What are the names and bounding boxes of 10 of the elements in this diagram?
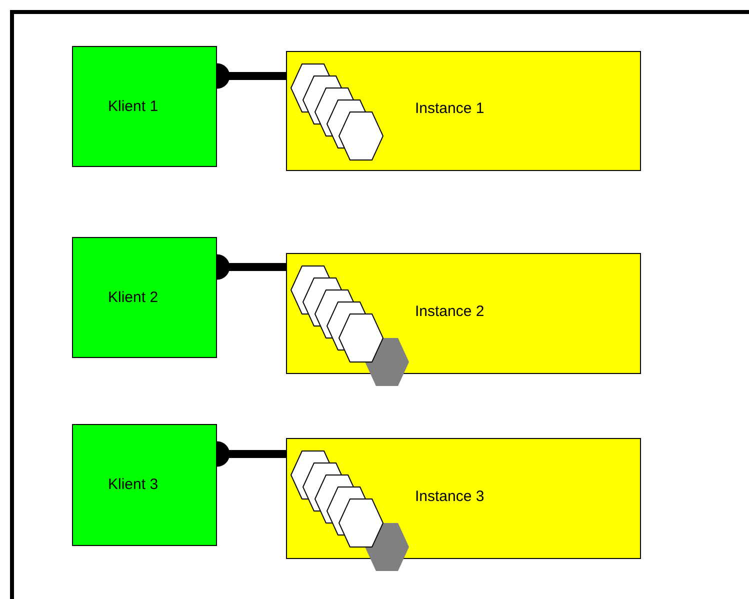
instance-label: Instance 1 xyxy=(415,100,484,117)
client-box xyxy=(72,46,217,167)
instance-box xyxy=(286,51,641,171)
client-box xyxy=(72,424,217,546)
client-label: Klient 1 xyxy=(108,98,158,114)
instance-label: Instance 3 xyxy=(415,488,484,504)
client-label: Klient 2 xyxy=(108,288,158,306)
client-label: Klient 3 xyxy=(108,476,158,493)
client-box xyxy=(72,237,217,358)
instance-label: Instance 2 xyxy=(415,302,484,320)
